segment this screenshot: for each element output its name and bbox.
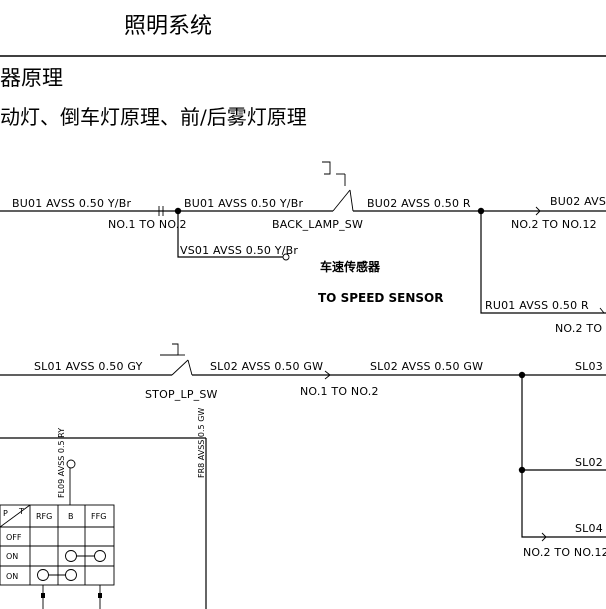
label-back-lamp-switch: BACK_LAMP_SW	[272, 218, 363, 231]
label-wire-sl02-b: SL02 AVSS 0.50 GW	[370, 360, 483, 373]
wire-sl04-branch	[521, 470, 606, 538]
table-col-b: B	[68, 512, 74, 521]
label-wire-vs01: VS01 AVSS 0.50 Y/Br	[180, 244, 298, 257]
table-col-ffg: FFG	[91, 512, 106, 521]
panel-top-terminal	[66, 459, 76, 469]
label-conn-no2-to: NO.2 TO	[555, 322, 602, 335]
connector-mark-4b	[324, 374, 331, 380]
label-speed-sensor-cn: 车速传感器	[320, 259, 381, 274]
table-row-on-2: ON	[6, 572, 18, 581]
panel-top-vertical-label: FL09 AVSS 0.5 RY	[57, 428, 66, 498]
table-col-rfg: RFG	[36, 512, 52, 521]
stop-lamp-circuit: SL01 AVSS 0.50 GY STOP_LP_SW SL02 AVSS 0…	[0, 343, 606, 559]
table-header-p: P	[3, 509, 8, 518]
wire-ru01	[480, 211, 606, 314]
label-wire-sl03: SL03	[575, 360, 603, 373]
page-heading: 器原理	[0, 66, 63, 90]
connector-mark-4	[324, 370, 331, 376]
label-conn-no1-no2: NO.1 TO NO.2	[108, 218, 187, 231]
label-wire-bu02-right: BU02 AVSS	[550, 195, 606, 208]
label-wire-sl02-c: SL02	[575, 456, 603, 469]
label-stop-switch: STOP_LP_SW	[145, 388, 218, 401]
table-row-on-1: ON	[6, 552, 18, 561]
table-header-t: T	[18, 507, 24, 516]
connector-mark-5	[541, 532, 547, 538]
panel-output-leads	[41, 585, 102, 609]
vs01-terminal	[282, 253, 290, 261]
fog-switch-panel: FL09 AVSS 0.5 RY FR8 AVSS 0.5 GW P T RFG…	[0, 408, 207, 609]
label-wire-bu01-mid: BU01 AVSS 0.50 Y/Br	[184, 197, 303, 210]
table-row-off: OFF	[6, 533, 22, 542]
back-lamp-switch-symbol	[322, 161, 354, 212]
label-wire-ru01: RU01 AVSS 0.50 R	[485, 299, 589, 312]
page-subheading: 动灯、倒车灯原理、前/后雾灯原理	[0, 105, 307, 129]
label-wire-bu02: BU02 AVSS 0.50 R	[367, 197, 471, 210]
label-speed-sensor-en: TO SPEED SENSOR	[318, 291, 444, 305]
label-conn-no2-no12: NO.2 TO NO.12	[511, 218, 597, 231]
label-conn-no2-no12-lower: NO.2 TO NO.12	[523, 546, 606, 559]
label-conn-no1-no2-lower: NO.1 TO NO.2	[300, 385, 379, 398]
row3-connection-rfg-b	[37, 569, 77, 581]
row2-connection-b-ffg	[65, 550, 106, 562]
connector-mark-5b	[541, 536, 547, 542]
connector-mark-1	[158, 206, 164, 216]
back-lamp-circuit: BU01 AVSS 0.50 Y/Br NO.1 TO NO.2 BU01 AV…	[0, 161, 606, 335]
stop-lamp-switch-symbol	[160, 343, 193, 376]
label-wire-bu01-left: BU01 AVSS 0.50 Y/Br	[12, 197, 131, 210]
wire-vs01	[177, 211, 283, 258]
connector-mark-3	[599, 307, 605, 314]
label-wire-sl04: SL04	[575, 522, 603, 535]
panel-side-vertical-label: FR8 AVSS 0.5 GW	[197, 408, 206, 478]
section-title: 照明系统	[124, 14, 213, 39]
switch-state-table	[0, 504, 115, 586]
connector-mark-2	[535, 206, 541, 216]
label-wire-sl01: SL01 AVSS 0.50 GY	[34, 360, 143, 373]
label-wire-sl02-a: SL02 AVSS 0.50 GW	[210, 360, 323, 373]
